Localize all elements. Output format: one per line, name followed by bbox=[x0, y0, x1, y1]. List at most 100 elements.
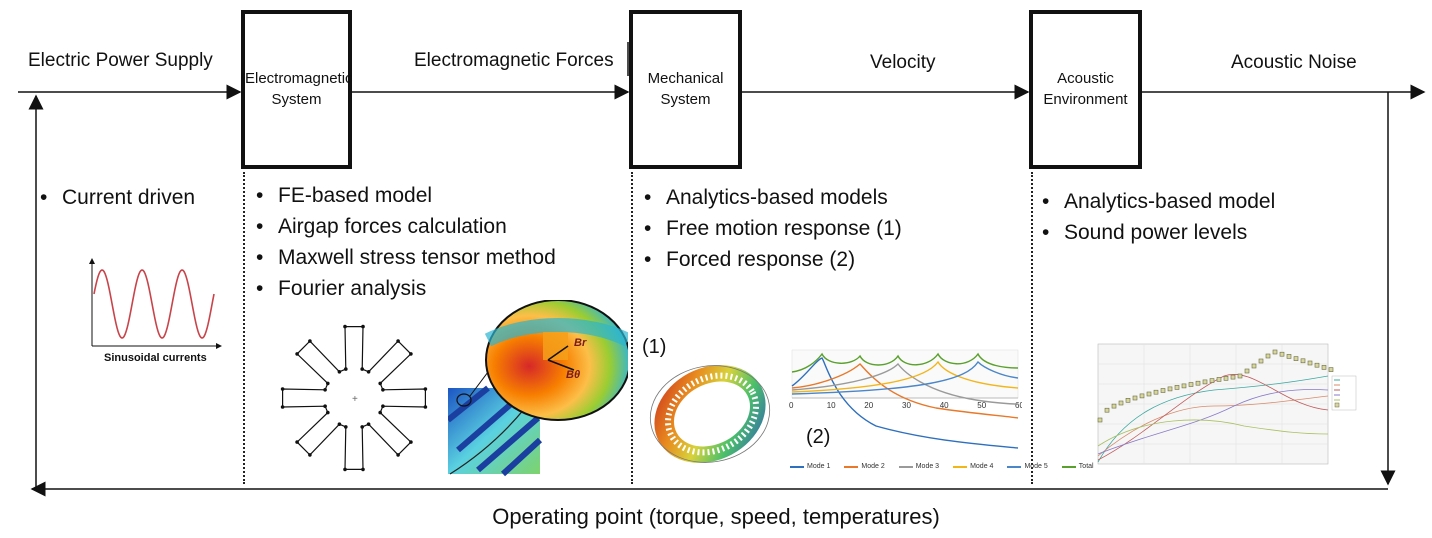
sound-power-marker bbox=[1195, 380, 1201, 386]
contour-node bbox=[423, 387, 428, 391]
legend-swatch bbox=[844, 465, 859, 468]
input-label: Electric Power Supply bbox=[28, 50, 213, 71]
btheta-label: Bθ bbox=[566, 369, 580, 381]
sine-curve bbox=[93, 269, 215, 339]
sound-power-marker bbox=[1160, 388, 1166, 393]
tick-label: 20 bbox=[864, 401, 873, 410]
legend-label: Total bbox=[1078, 463, 1094, 470]
contour-node bbox=[396, 339, 400, 343]
sound-power-marker bbox=[1328, 367, 1334, 372]
sound-power-marker bbox=[1181, 383, 1187, 389]
sound-power-marker bbox=[1097, 417, 1103, 423]
mode2-curve bbox=[791, 363, 1019, 419]
contour-node bbox=[409, 352, 413, 356]
bullet-item: Analytics-based models bbox=[644, 182, 902, 213]
contour-node bbox=[381, 388, 385, 392]
mode3-curve bbox=[791, 362, 1019, 405]
contour-node bbox=[295, 352, 299, 356]
sound-power-marker bbox=[1209, 378, 1215, 383]
contour-nodes bbox=[280, 324, 428, 472]
mech-box-line2: System bbox=[660, 90, 711, 108]
contour-node bbox=[366, 370, 371, 374]
acoustic-bullets: Analytics-based model Sound power levels bbox=[1042, 186, 1275, 248]
contour-node bbox=[366, 422, 371, 426]
sound-power-marker bbox=[1265, 353, 1271, 359]
contour-node bbox=[343, 467, 347, 472]
bullet-item: Fourier analysis bbox=[256, 273, 556, 304]
bullet-item: Current driven bbox=[40, 182, 195, 213]
contour-node bbox=[360, 425, 364, 429]
bullet-item: FE-based model bbox=[256, 180, 556, 211]
tick-label: 10 bbox=[827, 401, 836, 410]
contour-node bbox=[308, 339, 312, 343]
mode1-curve bbox=[791, 357, 1019, 449]
legend-label: Mode 4 bbox=[970, 463, 994, 470]
mech-bullets: Analytics-based models Free motion respo… bbox=[644, 182, 902, 275]
sound-power-marker bbox=[1237, 373, 1243, 379]
velocity-label: Velocity bbox=[870, 52, 936, 73]
bullet-item: Sound power levels bbox=[1042, 217, 1275, 248]
sinusoid-plot bbox=[89, 258, 222, 349]
star-contour-plot: + bbox=[280, 324, 428, 472]
contour-node bbox=[280, 387, 285, 391]
forces-label: Electromagnetic Forces bbox=[414, 50, 614, 71]
contour-node bbox=[344, 367, 348, 371]
tick-label: 0 bbox=[789, 401, 794, 410]
sound-power-marker bbox=[1132, 395, 1138, 401]
bullet-item: Forced response (2) bbox=[644, 244, 902, 275]
sound-power-marker bbox=[1153, 389, 1159, 395]
contour-node bbox=[323, 404, 327, 408]
legend-item: Mode 4 bbox=[953, 463, 993, 470]
sound-power-marker bbox=[1307, 360, 1313, 366]
contour-node bbox=[361, 324, 365, 329]
supply-bullets: Current driven bbox=[40, 182, 195, 213]
contour-node bbox=[360, 367, 364, 371]
free-motion-label: (1) bbox=[642, 336, 667, 358]
sound-power-marker bbox=[1244, 368, 1250, 374]
fe-field-image: Br Bθ bbox=[448, 300, 628, 477]
legend-swatch bbox=[1061, 465, 1076, 468]
feedback-label: Operating point (torque, speed, temperat… bbox=[492, 504, 940, 529]
sound-power-points bbox=[1097, 349, 1334, 423]
bullet-item: Maxwell stress tensor method bbox=[256, 242, 556, 273]
stator-mode-shape bbox=[649, 365, 771, 463]
divider-3 bbox=[1031, 172, 1033, 484]
contour-node bbox=[378, 410, 382, 415]
contour-node bbox=[378, 381, 382, 386]
sound-power-marker bbox=[1230, 374, 1236, 380]
sound-power-marker bbox=[1146, 391, 1152, 397]
sound-power-marker bbox=[1286, 354, 1292, 359]
contour-node bbox=[326, 410, 330, 415]
divider-2 bbox=[631, 172, 633, 484]
mode4-curve bbox=[791, 360, 1019, 393]
sound-power-marker bbox=[1272, 349, 1278, 355]
sound-power-marker bbox=[1216, 377, 1222, 382]
em-box-line2: System bbox=[271, 90, 322, 108]
legend-label: Mode 2 bbox=[861, 463, 885, 470]
sound-power-marker bbox=[1139, 393, 1145, 399]
br-label: Br bbox=[574, 337, 587, 349]
bullet-item: Free motion response (1) bbox=[644, 213, 902, 244]
contour-node bbox=[280, 405, 285, 409]
acoustic-box-line1: Acoustic bbox=[1057, 70, 1114, 88]
sound-power-marker bbox=[1111, 403, 1117, 409]
total-curve bbox=[791, 352, 1019, 373]
legend-label: Mode 3 bbox=[915, 463, 940, 470]
sound-power-marker bbox=[1202, 379, 1208, 385]
legend-item: Total bbox=[1061, 463, 1094, 470]
tick-label: 50 bbox=[977, 401, 986, 410]
contour-node bbox=[337, 370, 342, 374]
legend-label: Mode 5 bbox=[1024, 463, 1048, 470]
sound-power-marker bbox=[1314, 362, 1320, 368]
sound-power-marker bbox=[1118, 400, 1124, 406]
contour-node bbox=[326, 381, 330, 386]
sound-power-marker bbox=[1279, 351, 1285, 357]
sound-power-marker bbox=[1167, 386, 1173, 392]
svg-text:+: + bbox=[352, 394, 358, 405]
mech-box-line1: Mechanical bbox=[647, 70, 724, 88]
contour-node bbox=[323, 388, 327, 392]
